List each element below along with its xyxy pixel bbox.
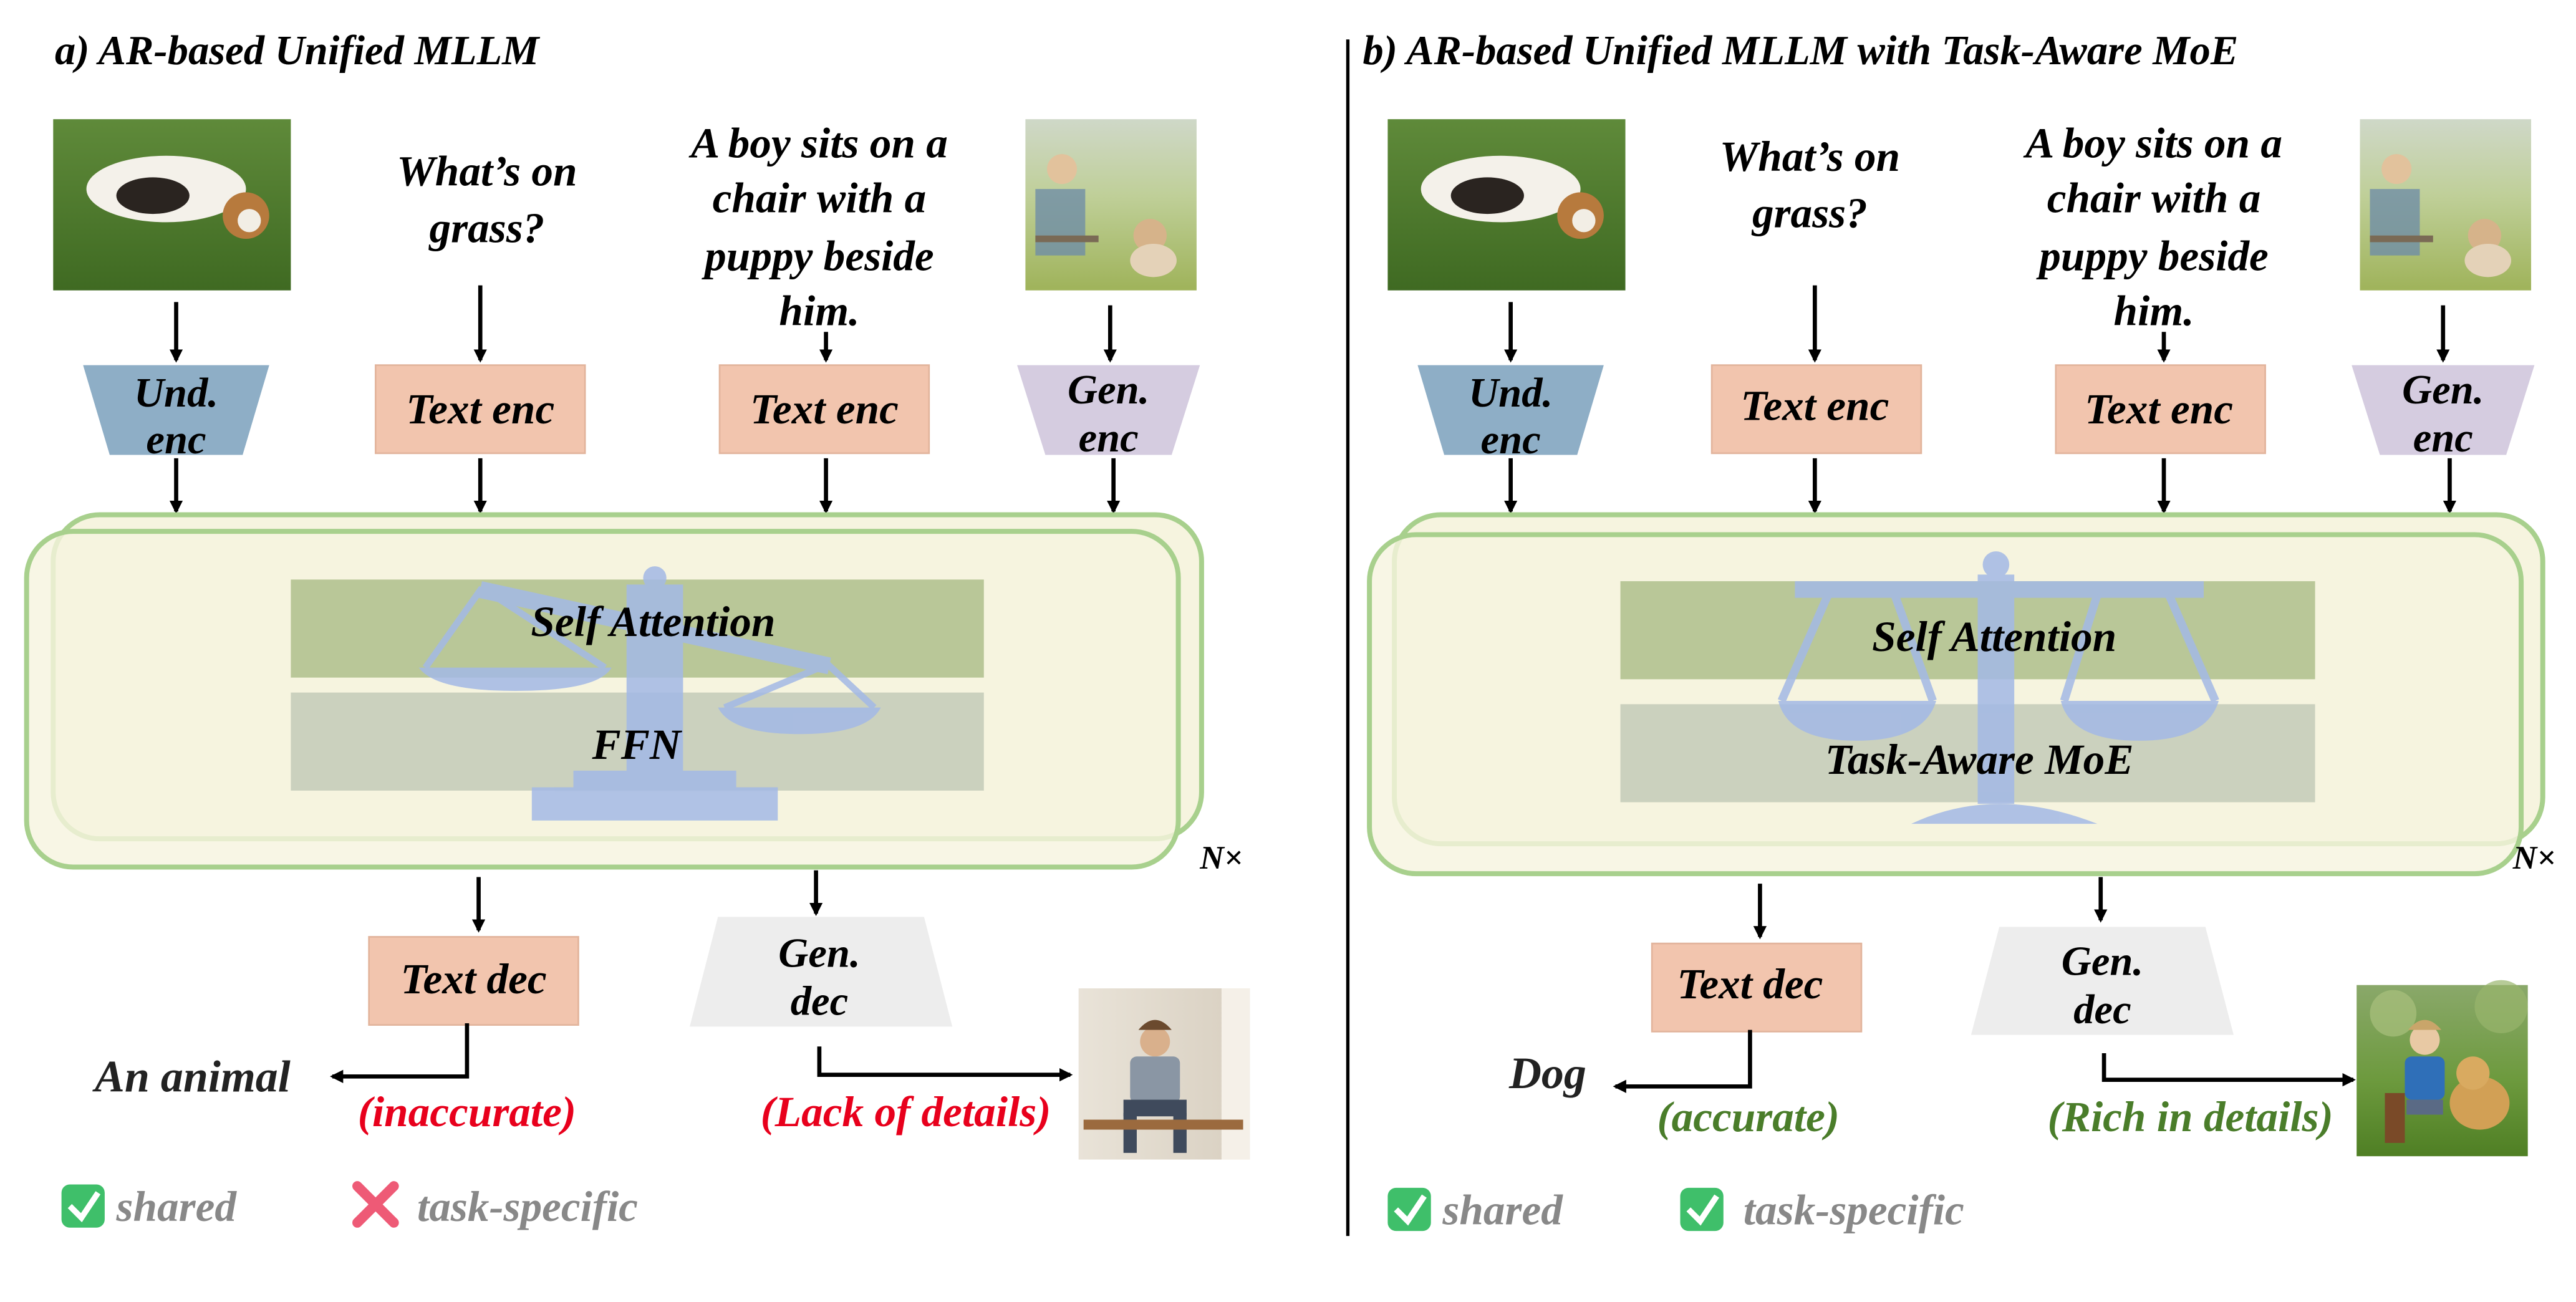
dog-input-image: [53, 119, 291, 291]
legend-task-label: task-specific: [417, 1182, 638, 1230]
gen-enc-line-1: Gen.: [1068, 367, 1149, 413]
repeat-label: N×: [1199, 839, 1243, 876]
check-icon: [1680, 1187, 1724, 1232]
unbalanced-scale-icon: [418, 566, 881, 821]
ffn-label: FFN: [592, 720, 683, 768]
gen-encoder: [1017, 365, 1200, 455]
panel-a-title: a) AR-based Unified MLLM: [55, 28, 541, 74]
repeat-label: N×: [2512, 839, 2556, 876]
text-enc-2-label: Text enc: [750, 385, 899, 433]
panel-b: b) AR-based Unified MLLM with Task-Aware…: [1363, 28, 2555, 1233]
und-enc-line-1: Und.: [1469, 370, 1553, 416]
prompt-line-4: him.: [2114, 287, 2194, 335]
text-enc-1-label: Text enc: [1740, 382, 1889, 430]
und-encoder: [1417, 365, 1604, 455]
panel-a: a) AR-based Unified MLLM What’s on grass…: [24, 28, 1250, 1230]
text-enc-1-label: Text enc: [406, 385, 554, 433]
balanced-scale-icon: [1777, 551, 2219, 824]
legend-shared-label: shared: [116, 1182, 238, 1230]
text-encoder-1: [374, 364, 586, 455]
self-attention-label: Self Attention: [1872, 612, 2116, 660]
gen-dec-line-1: Gen.: [2062, 939, 2143, 985]
panel-b-title: b) AR-based Unified MLLM with Task-Aware…: [1363, 28, 2238, 74]
gen-encoder: [2352, 365, 2535, 455]
cross-icon: [352, 1181, 399, 1228]
gen-decoder: [690, 917, 953, 1027]
legend-shared: shared: [61, 1182, 238, 1230]
gen-dec-line-2: dec: [791, 979, 848, 1025]
text-decoder: [1651, 942, 1863, 1033]
question-line-1: What’s on: [1720, 132, 1900, 180]
generated-boy-dog-image: [2357, 980, 2528, 1157]
text-enc-2-label: Text enc: [2085, 385, 2233, 433]
gen-decoder: [1971, 927, 2234, 1035]
text-encoder-1: [1710, 364, 1922, 455]
und-encoder: [83, 365, 269, 455]
question-line-1: What’s on: [397, 147, 577, 195]
generated-boy-image: [1078, 988, 1250, 1160]
text-output: Dog: [1508, 1048, 1586, 1098]
und-enc-line-2: enc: [146, 417, 206, 463]
text-dec-label: Text dec: [1677, 960, 1823, 1008]
check-icon: [1387, 1187, 1431, 1232]
legend-task-specific: task-specific: [352, 1181, 638, 1230]
text-output-verdict: (inaccurate): [358, 1087, 576, 1136]
moe-label: Task-Aware MoE: [1825, 735, 2134, 783]
und-enc-line-2: enc: [1481, 417, 1541, 463]
text-output: An animal: [92, 1051, 291, 1101]
prompt-line-1: A boy sits on a: [2023, 118, 2282, 166]
prompt-line-3: puppy beside: [2036, 232, 2269, 280]
text-encoder-2: [718, 364, 930, 455]
text-decoder: [368, 936, 579, 1026]
self-attention-label: Self Attention: [531, 597, 775, 645]
text-output-verdict: (accurate): [1657, 1092, 1840, 1140]
prompt-line-3: puppy beside: [702, 232, 934, 280]
gen-enc-line-2: enc: [2413, 415, 2473, 461]
gen-dec-line-1: Gen.: [778, 930, 860, 976]
image-output-verdict: (Lack of details): [761, 1087, 1051, 1136]
boy-puppy-painting-image: [2360, 119, 2532, 291]
boy-puppy-painting-image: [1025, 119, 1197, 291]
gen-enc-line-1: Gen.: [2402, 367, 2484, 413]
gen-dec-line-2: dec: [2073, 987, 2131, 1033]
prompt-line-1: A boy sits on a: [688, 118, 948, 166]
gen-enc-line-2: enc: [1079, 415, 1139, 461]
text-dec-label: Text dec: [401, 955, 547, 1003]
question-line-2: grass?: [1751, 188, 1868, 236]
check-icon: [61, 1184, 105, 1228]
prompt-line-2: chair with a: [2047, 173, 2261, 221]
und-enc-line-1: Und.: [134, 370, 218, 416]
question-line-2: grass?: [428, 203, 544, 251]
dog-input-image: [1387, 119, 1626, 291]
prompt-line-2: chair with a: [713, 173, 927, 221]
legend-task-label: task-specific: [1744, 1185, 1964, 1233]
image-output-verdict: (Rich in details): [2048, 1092, 2333, 1140]
legend-shared: shared: [1387, 1185, 1563, 1233]
prompt-line-4: him.: [779, 287, 859, 335]
legend-shared-label: shared: [1442, 1185, 1563, 1233]
legend-task-specific: task-specific: [1680, 1185, 1964, 1233]
text-encoder-2: [2055, 364, 2266, 455]
